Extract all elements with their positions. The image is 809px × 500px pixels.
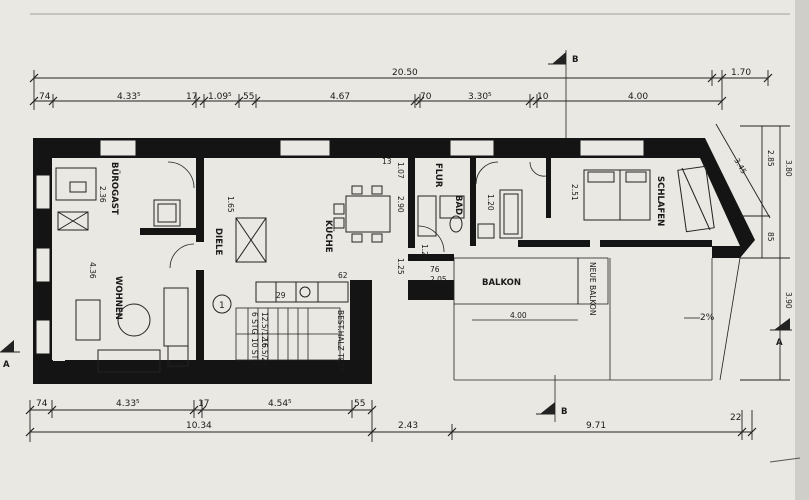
label-stair-c: 12.5/12.6 xyxy=(260,312,269,348)
office-furniture xyxy=(55,167,181,231)
room-stair: BEST.HALZ TREP. xyxy=(336,310,345,373)
dim-top-right: 1.70 xyxy=(731,68,751,78)
label-counter-a: 29 xyxy=(276,291,286,300)
dim-bottom1-3: 4.54⁵ xyxy=(268,399,292,409)
label-kueche-w: 2.90 xyxy=(396,196,405,213)
label-dim-111: 1.11 xyxy=(168,361,185,370)
dim-bottom1-2: 17 xyxy=(198,399,209,409)
balcony-area xyxy=(453,257,741,381)
page-corner-line xyxy=(769,457,801,463)
terrace-slope-label: 2% xyxy=(700,313,715,323)
exterior-wall xyxy=(33,138,755,360)
dim-top-3: 1.09⁵ xyxy=(208,92,232,102)
room-diele: DIELE xyxy=(213,228,223,255)
label-wohnen-h: 4.36 xyxy=(88,262,97,279)
dim-top-4: 55 xyxy=(243,92,254,102)
dim-top-5: 4.67 xyxy=(330,92,350,102)
right-dimension-lines xyxy=(715,123,790,381)
label-flur-w: 1.07 xyxy=(396,162,405,179)
room-balkon: BALKON xyxy=(482,278,521,288)
section-marker-b-bottom: B xyxy=(536,375,567,422)
section-letter-b-bottom: B xyxy=(561,407,567,417)
label-stair-b: 10 STG xyxy=(250,338,259,365)
section-marker-a-right: A xyxy=(770,318,792,348)
room-flur: FLUR xyxy=(433,163,443,188)
hall-fixtures xyxy=(212,217,267,314)
living-furniture xyxy=(75,287,189,373)
bath-fixtures xyxy=(417,189,523,239)
section-letter-b-top: B xyxy=(572,55,578,65)
door-swings xyxy=(167,161,547,269)
label-bar: 13 xyxy=(382,157,392,166)
kitchen-furniture xyxy=(255,185,391,303)
window-left-1 xyxy=(35,174,51,210)
bottom-dimension-ticks xyxy=(25,405,757,437)
dim-top-9: 4.00 xyxy=(628,92,648,102)
dim-top-7: 3.30⁵ xyxy=(468,92,492,102)
window-top-2 xyxy=(279,139,331,157)
section-marker-b-top: B xyxy=(548,50,578,145)
staircase xyxy=(235,307,341,361)
label-bad-w: 1.20 xyxy=(486,194,495,211)
dim-top-2: 17 xyxy=(186,92,197,102)
west-wall-cavity xyxy=(53,158,65,361)
dim-right-0: 2.85 xyxy=(766,150,775,167)
label-kueche-w2: 1.25 xyxy=(396,258,405,275)
label-stair-a: 6 STG xyxy=(250,312,259,334)
section-letter-a-right: A xyxy=(776,338,783,348)
bottom-wall xyxy=(33,360,371,384)
label-balkon-w: 4.00 xyxy=(510,311,527,320)
dim-top-overall: 20.50 xyxy=(392,68,418,78)
room-kueche: KÜCHE xyxy=(323,220,334,253)
label-diele-w: 1.65 xyxy=(226,196,235,213)
dim-top-1: 4.33⁵ xyxy=(117,92,141,102)
room-bad: BAD xyxy=(453,195,463,215)
label-schlafen-w: 2.51 xyxy=(570,184,579,201)
label-flur-w2: 1.20 xyxy=(420,244,429,261)
dim-bottom2-0: 10.34 xyxy=(186,421,212,431)
dim-diagonal: 3.45 xyxy=(732,157,748,176)
dim-bottom2-3: 22 xyxy=(730,413,741,423)
dim-right-2: 85 xyxy=(766,232,775,242)
section-letter-a-left: A xyxy=(3,360,10,370)
interior-walls xyxy=(140,158,712,384)
window-left-3 xyxy=(35,319,51,355)
label-balkon-b: 2.05 xyxy=(430,275,447,284)
top-dimension-ticks xyxy=(29,73,773,106)
room-wohnen: WOHNEN xyxy=(113,276,123,320)
window-left-2 xyxy=(35,247,51,283)
dim-bottom1-4: 55 xyxy=(354,399,365,409)
label-stair-d: 16.5/26 xyxy=(260,338,269,367)
label-buero-area: 2.36 xyxy=(98,186,107,203)
bedroom-furniture xyxy=(583,165,715,233)
window-top-4 xyxy=(579,139,645,157)
window-top-1 xyxy=(99,139,137,157)
label-counter-b: 62 xyxy=(338,271,348,280)
dim-bottom1-0: 74 xyxy=(36,399,48,409)
dim-top-8: 10 xyxy=(537,92,549,102)
bottom-dimension-lines xyxy=(29,400,753,442)
section-marker-a-left: A xyxy=(0,340,20,370)
dim-top-0: 74 xyxy=(39,92,51,102)
dim-bottom2-2: 9.71 xyxy=(586,421,606,431)
dim-right-3: 3.90 xyxy=(784,292,793,309)
window-top-3 xyxy=(449,139,495,157)
room-schlafen: SCHLAFEN xyxy=(655,176,665,226)
dim-top-6: 70 xyxy=(420,92,432,102)
dim-bottom2-1: 2.43 xyxy=(398,421,418,431)
label-balkon-a: 76 xyxy=(430,265,440,274)
room-neue-balkon: NEUE BALKON xyxy=(588,262,597,315)
room-buerogast: BÜROGAST xyxy=(109,162,120,215)
dim-bottom1-1: 4.33⁵ xyxy=(116,399,140,409)
circle-number: 1 xyxy=(219,301,225,311)
dim-right-1: 3.80 xyxy=(784,160,793,177)
page-edge xyxy=(795,0,809,500)
